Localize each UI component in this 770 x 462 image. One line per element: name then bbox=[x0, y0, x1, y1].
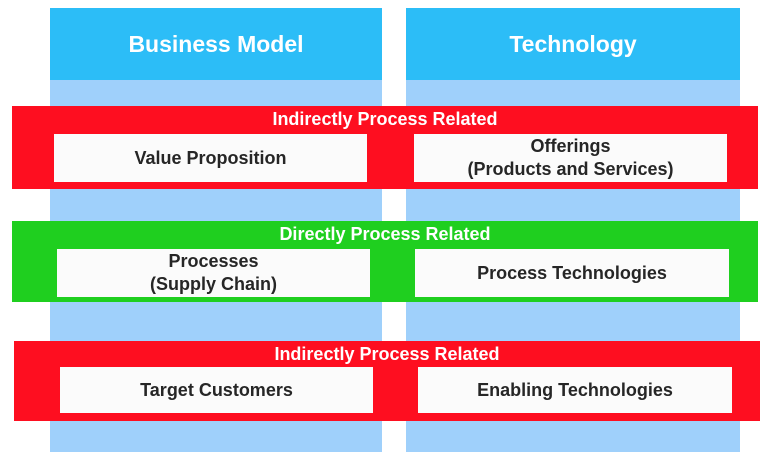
indirect-band-top: Indirectly Process Related Value Proposi… bbox=[12, 106, 758, 189]
indirect-band-bottom: Indirectly Process Related Target Custom… bbox=[14, 341, 760, 421]
technology-header: Technology bbox=[406, 8, 740, 80]
band-title: Indirectly Process Related bbox=[274, 344, 500, 364]
band-title: Directly Process Related bbox=[279, 224, 491, 244]
target-customers-box: Target Customers bbox=[60, 367, 373, 413]
enabling-technologies-box: Enabling Technologies bbox=[418, 367, 732, 413]
band-title: Indirectly Process Related bbox=[272, 109, 498, 129]
offerings-box: Offerings (Products and Services) bbox=[414, 134, 727, 182]
processes-box: Processes (Supply Chain) bbox=[57, 249, 370, 297]
value-proposition-box: Value Proposition bbox=[54, 134, 367, 182]
business-model-header: Business Model bbox=[50, 8, 382, 80]
direct-band: Directly Process Related Processes (Supp… bbox=[12, 221, 758, 302]
process-technologies-box: Process Technologies bbox=[415, 249, 729, 297]
